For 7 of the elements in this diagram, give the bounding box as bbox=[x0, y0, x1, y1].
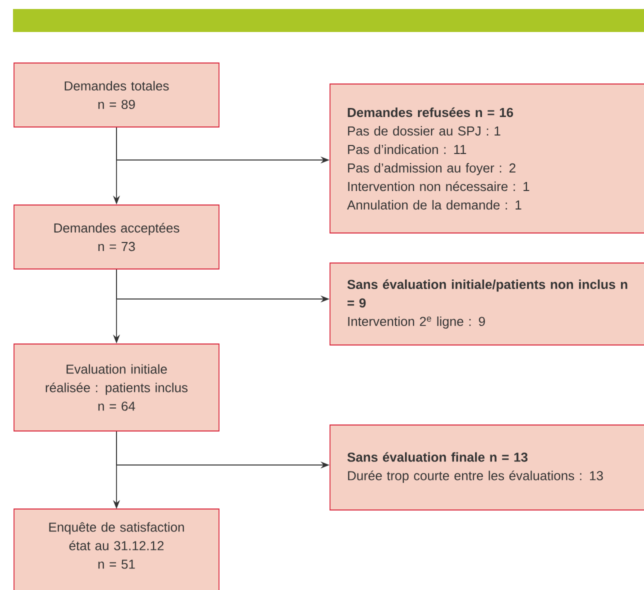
process-box: Evaluation initiale réalisée : patients inclus n = 64 bbox=[14, 344, 220, 432]
process-box: Demandes totales n = 89 bbox=[14, 62, 220, 128]
exclusion-box: Sans évaluation finale n = 13 Durée trop courte entre les évaluations : 13 bbox=[330, 424, 644, 510]
process-box: Demandes acceptées n = 73 bbox=[14, 204, 220, 270]
exclusion-box: Sans évaluation initiale/patients non inclus n = 9 Intervention 2$^{e}$ ligne : 9 bbox=[330, 262, 644, 346]
exclusion-box: Demandes refusées n = 16 Pas de dossier au SPJ : 1 Pas d’indication : 11 Pas d’admission au foyer : 2 Intervention non nécessaire : 1 Annulation de la demande : 1 bbox=[330, 84, 644, 234]
process-box: Enquête de satisfaction état au 31.12.12 n = 51 bbox=[14, 508, 220, 590]
